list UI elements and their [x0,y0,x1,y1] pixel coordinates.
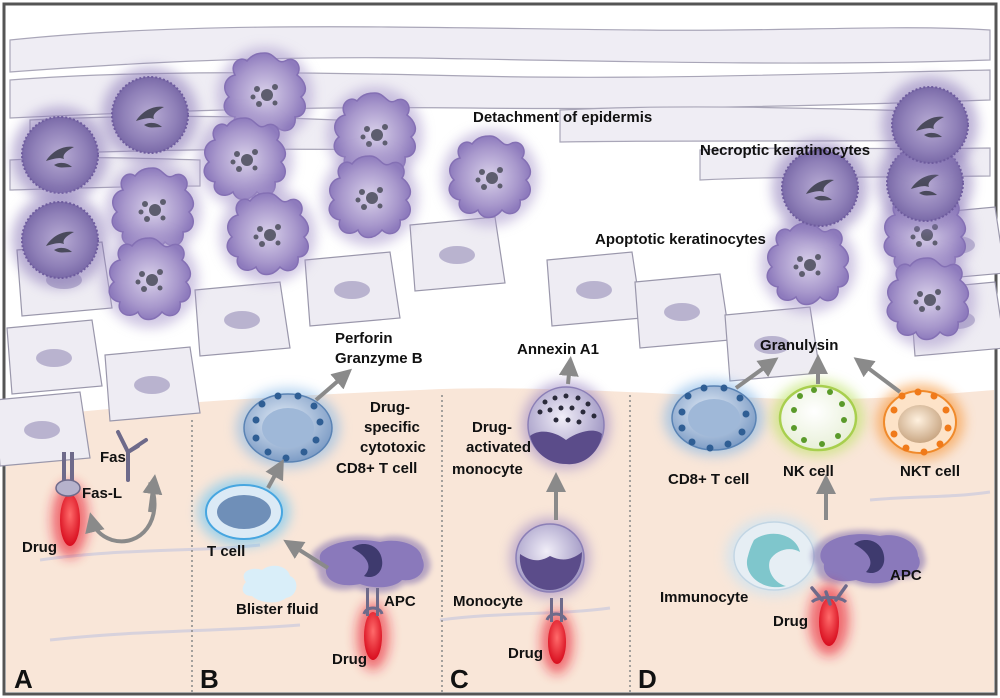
label-drug-activated-3: monocyte [452,461,523,478]
label-drug-specific-1: Drug- [370,399,410,416]
panel-letter-a: A [14,664,33,694]
label-fas-l: Fas-L [82,485,122,502]
arrow-nkt-to-granulysin [853,357,902,394]
panel-a-fas-mechanism: Fas Fas-L Drug [22,430,163,558]
drug-icon [819,598,839,646]
panel-letter-b: B [200,664,219,694]
drug-icon [548,620,566,664]
annexin-granules [537,393,597,425]
label-drug-specific-3: cytotoxic [360,439,426,456]
granules [252,392,324,462]
label-granulysin: Granulysin [760,337,838,354]
label-immunocyte: Immunocyte [660,589,748,606]
label-drug-c: Drug [508,645,543,662]
dermis-fiber [439,606,611,622]
drug-icon [364,612,382,660]
label-drug-activated-1: Drug- [472,419,512,436]
label-necroptic: Necroptic keratinocytes [700,142,870,159]
arrow-to-annexin [558,356,579,385]
arrow-cd8-to-granulysin [734,357,779,390]
dermis-layer [6,388,994,692]
label-t-cell: T cell [207,543,245,560]
label-cd8-t-cell: CD8+ T cell [668,471,749,488]
label-monocyte: Monocyte [453,593,523,610]
label-fas: Fas [100,449,126,466]
label-apc-d: APC [890,567,922,584]
arrow-to-perforin [314,368,353,402]
panel-c-monocyte: Annexin A1 Drug- activated monocyte Mono… [452,341,610,674]
panel-b-cytotoxic: Perforin Granzyme B Drug- specific cytot… [198,330,431,670]
blister-fluid-icon [242,565,297,603]
label-drug-a: Drug [22,539,57,556]
fas-l-stalk [62,452,66,482]
fas-l-icon [55,479,81,497]
label-granzyme: Granzyme B [335,350,423,367]
label-detachment: Detachment of epidermis [473,109,652,126]
label-perforin: Perforin [335,330,393,347]
label-apc-b: APC [384,593,416,610]
arrow-tcell-to-cd8 [265,458,284,489]
label-nk-cell: NK cell [783,463,834,480]
dermis-fiber [49,623,301,642]
label-apoptotic: Apoptotic keratinocytes [595,231,766,248]
drug-icon [60,494,80,546]
label-drug-b: Drug [332,651,367,668]
label-nkt-cell: NKT cell [900,463,960,480]
panel-letter-c: C [450,664,469,694]
label-blister-fluid: Blister fluid [236,601,319,618]
panel-letter-d: D [638,664,657,694]
dermis-fiber [869,490,991,502]
label-drug-specific-4: CD8+ T cell [336,460,417,477]
panel-d-granulysin: Granulysin CD8+ T cell NK cell NKT cell … [660,337,964,656]
label-drug-specific-2: specific [364,419,420,436]
label-drug-activated-2: activated [466,439,531,456]
label-annexin: Annexin A1 [517,341,599,358]
arrow-apc-to-tcell [283,539,330,570]
label-drug-d: Drug [773,613,808,630]
arrow-fas-loop [85,481,157,544]
